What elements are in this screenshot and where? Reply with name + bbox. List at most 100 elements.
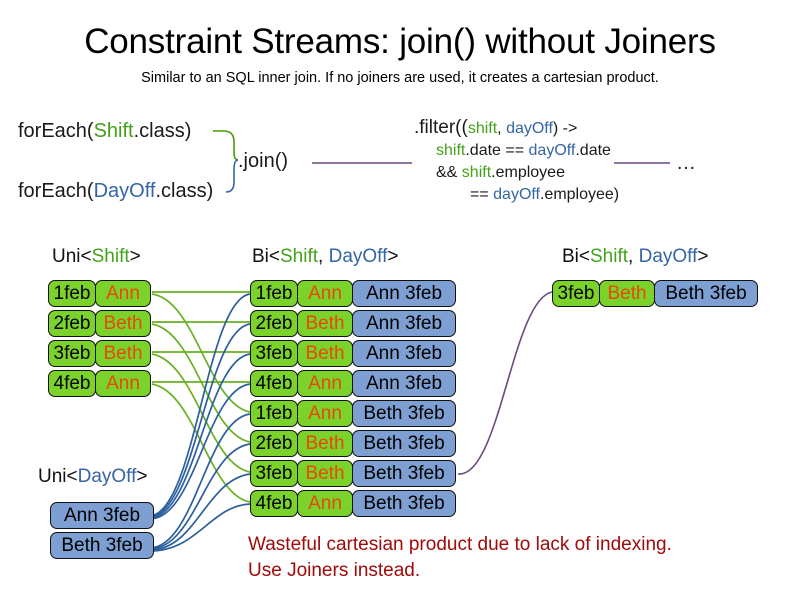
bi-shift-employee-cell: Beth	[297, 310, 353, 337]
bi-dayoff-pair-cell: Ann 3feb	[352, 340, 456, 367]
filter-line-2: shift.date == dayOff.date	[414, 140, 619, 162]
filter-l4-dayoff: dayOff	[493, 186, 540, 203]
caption-bi-right-type2: DayOff	[638, 246, 698, 267]
filter-lambda-code: .filter((shift, dayOff) -> shift.date ==…	[414, 117, 619, 206]
foreach-shift-type: Shift	[93, 120, 134, 142]
caption-uni-shift-suffix: >	[129, 246, 141, 267]
ellipsis-continuation: …	[676, 152, 697, 174]
filter-line-4: == dayOff.employee)	[414, 184, 619, 206]
foreach-dayoff-suffix: .class)	[155, 180, 214, 202]
filter-prefix: .filter((	[414, 117, 468, 138]
filter-l2-shift: shift	[436, 142, 466, 159]
join-call-code: .join()	[238, 150, 289, 172]
page-subtitle: Similar to an SQL inner join. If no join…	[141, 70, 659, 86]
bi-dayoff-pair-cell: Beth 3feb	[352, 430, 456, 457]
bi-shift-employee-cell: Ann	[297, 400, 353, 427]
caption-bi-left-type2: DayOff	[328, 246, 388, 267]
foreach-dayoff-prefix: forEach(	[18, 180, 94, 202]
shift-employee-cell: Ann	[95, 280, 151, 307]
bi-dayoff-pair-cell: Ann 3feb	[352, 370, 456, 397]
caption-uni-dayoff-prefix: Uni<	[38, 466, 78, 487]
uni-dayoff-row: Beth 3feb	[50, 532, 154, 559]
shift-date-cell: 1feb	[48, 280, 96, 307]
result-shift-employee-cell: Beth	[599, 280, 655, 307]
bi-shift-employee-cell: Beth	[297, 430, 353, 457]
filter-param-sep: ,	[497, 120, 507, 137]
bi-shift-employee-cell: Ann	[297, 370, 353, 397]
bi-shift-date-cell: 3feb	[250, 460, 298, 487]
caption-uni-shift: Uni<Shift>	[52, 246, 141, 268]
foreach-dayoff-type: DayOff	[93, 180, 156, 202]
caption-bi-right-sep: ,	[628, 246, 639, 267]
filter-result-wire	[457, 291, 553, 475]
filter-l2-dayoff: dayOff	[528, 142, 576, 159]
filter-line-3: && shift.employee	[414, 162, 619, 184]
shift-employee-cell: Beth	[95, 310, 151, 337]
bi-shift-employee-cell: Ann	[297, 280, 353, 307]
filter-l2-mid: .date ==	[465, 142, 529, 159]
warning-message: Wasteful cartesian product due to lack o…	[248, 532, 672, 584]
bi-shift-date-cell: 3feb	[250, 340, 298, 367]
warning-line-1: Wasteful cartesian product due to lack o…	[248, 534, 672, 555]
caption-bi-right-type1: Shift	[590, 246, 629, 267]
filter-l2-suffix: .date	[575, 142, 611, 159]
shift-date-cell: 3feb	[48, 340, 96, 367]
caption-uni-shift-type: Shift	[91, 246, 130, 267]
caption-uni-shift-prefix: Uni<	[52, 246, 92, 267]
shift-date-cell: 2feb	[48, 310, 96, 337]
bi-dayoff-pair-cell: Ann 3feb	[352, 310, 456, 337]
bi-shift-date-cell: 4feb	[250, 370, 298, 397]
page-title: Constraint Streams: join() without Joine…	[84, 22, 716, 61]
bi-dayoff-pair-cell: Beth 3feb	[352, 460, 456, 487]
dayoff-pair-cell: Beth 3feb	[50, 532, 154, 559]
filter-l4-suffix: .employee)	[539, 186, 620, 203]
result-dayoff-pair-cell: Beth 3feb	[654, 280, 758, 307]
shift-employee-cell: Beth	[95, 340, 151, 367]
filter-param-shift: shift	[467, 120, 498, 137]
shift-employee-cell: Ann	[95, 370, 151, 397]
dayoff-pair-cell: Ann 3feb	[50, 502, 154, 529]
foreach-shift-suffix: .class)	[133, 120, 192, 142]
caption-bi-left-suffix: >	[387, 246, 399, 267]
filter-l3-shift: shift	[461, 164, 492, 181]
foreach-shift-prefix: forEach(	[18, 120, 94, 142]
filter-param-dayoff: dayOff	[506, 120, 553, 137]
bi-shift-date-cell: 1feb	[250, 280, 298, 307]
bi-shift-employee-cell: Beth	[297, 460, 353, 487]
filter-l3-prefix: &&	[436, 164, 462, 181]
caption-bi-left-type1: Shift	[280, 246, 319, 267]
bi-shift-employee-cell: Beth	[297, 340, 353, 367]
caption-bi-left-prefix: Bi<	[252, 246, 280, 267]
brace-shift-to-join	[213, 130, 239, 161]
bi-shift-date-cell: 1feb	[250, 400, 298, 427]
result-shift-date-cell: 3feb	[552, 280, 600, 307]
foreach-dayoff-code: forEach(DayOff.class)	[18, 180, 213, 203]
bi-shift-employee-cell: Ann	[297, 490, 353, 517]
caption-bi-right: Bi<Shift, DayOff>	[562, 246, 708, 268]
bi-dayoff-pair-cell: Ann 3feb	[352, 280, 456, 307]
filter-line-1: .filter((shift, dayOff) ->	[414, 117, 619, 140]
filter-l4-prefix: ==	[470, 186, 494, 203]
caption-bi-left-sep: ,	[318, 246, 329, 267]
caption-bi-right-prefix: Bi<	[562, 246, 590, 267]
caption-bi-right-suffix: >	[697, 246, 709, 267]
caption-uni-dayoff-type: DayOff	[77, 466, 137, 487]
bi-shift-date-cell: 2feb	[250, 430, 298, 457]
brace-dayoff-to-join	[225, 159, 239, 193]
caption-bi-left: Bi<Shift, DayOff>	[252, 246, 398, 268]
filter-l3-suffix: .employee	[491, 164, 565, 181]
filter-arrow: ) ->	[552, 120, 578, 137]
